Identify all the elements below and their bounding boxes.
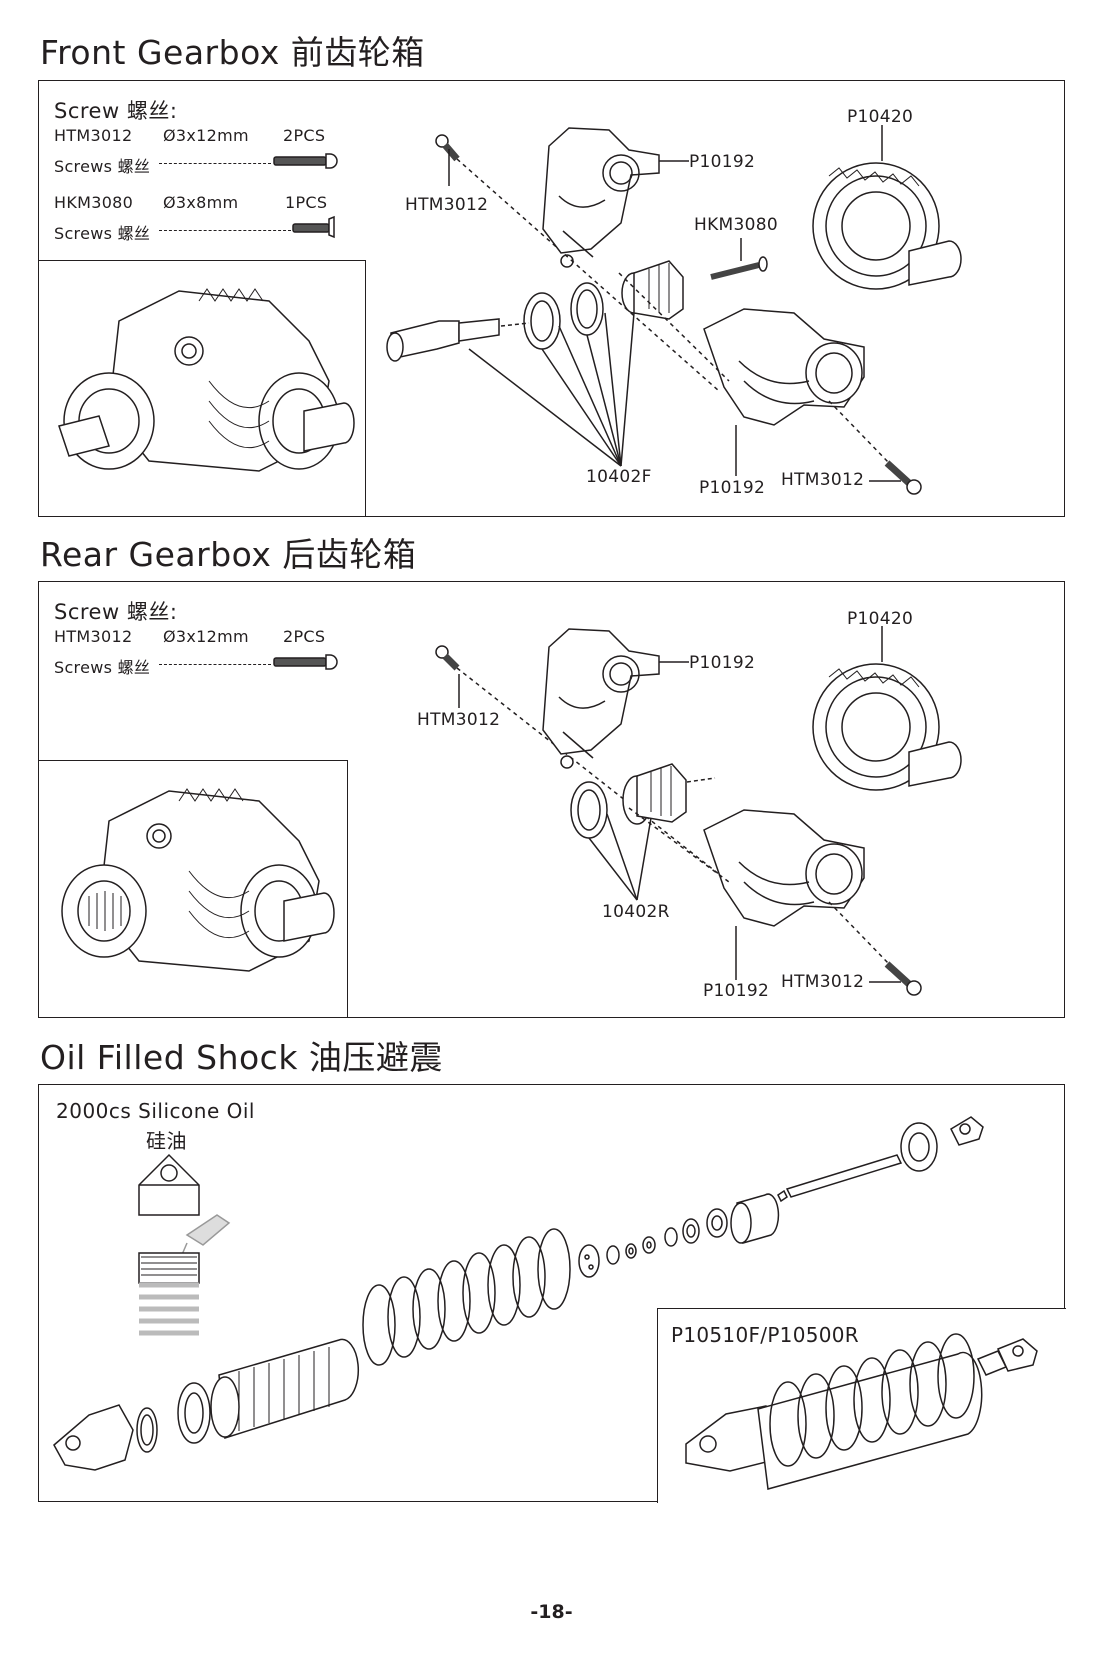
front-upper-housing-icon [542,127,660,268]
front-bearing-2-icon [570,282,604,336]
front-screw-1-leader [159,163,271,164]
shock-ring-1-icon [136,1407,158,1453]
front-gearbox-panel: Screw 螺丝: HTM3012 Ø3x12mm 2PCS Screws 螺丝… [38,80,1065,517]
front-callout-p10420: P10420 [847,107,914,127]
front-callout-hkm3080: HKM3080 [694,215,778,235]
front-gearbox-title: Front Gearbox 前齿轮箱 [40,33,425,72]
rear-screw-1-size: Ø3x12mm [163,627,249,646]
front-outdrive-icon [386,318,500,362]
front-pinion-gear-icon [621,260,684,320]
shock-top-cap-icon [730,1193,780,1244]
rear-ring-gear-icon [812,663,962,791]
front-exploded-drawing [273,125,962,495]
front-assembled-inset [38,260,366,517]
rear-lower-housing-icon [703,809,865,927]
rear-screw-1-code: HTM3012 [54,627,133,646]
front-top-screw-icon [435,134,460,162]
shock-collar-icon [177,1382,211,1444]
front-screw-2-leader [159,230,291,231]
oil-bottle-icon [180,1214,231,1258]
front-screw-1-label: Screws 螺丝 [54,157,151,176]
shock-shaft-icon [777,1154,903,1203]
front-screw-2-code: HKM3080 [54,193,134,212]
shock-panel: 2000cs Silicone Oil 硅油 [38,1084,1066,1503]
front-lower-housing-icon [703,308,865,426]
rear-upper-housing-icon [542,628,660,769]
shock-washer-3-icon [642,1236,656,1254]
shock-oil-label: 2000cs Silicone Oil [56,1099,255,1123]
rear-bearing-icon [570,781,608,839]
rear-screw-1-qty: 2PCS [283,627,326,646]
shock-washer-2-icon [625,1243,637,1259]
shock-spring-icon [362,1228,571,1366]
shock-oring-icon [682,1218,700,1244]
rear-gearbox-panel: Screw 螺丝: HTM3012 Ø3x12mm 2PCS Screws 螺丝 [38,581,1065,1018]
front-list-screw-1-icon [273,153,338,169]
front-list-screw-2-icon [292,215,335,239]
rear-callout-10402r: 10402R [602,902,670,922]
rear-screw-1-leader [159,664,271,665]
rear-screw-heading: Screw 螺丝: [54,600,178,624]
shock-piston-icon [578,1244,600,1278]
rear-callout-htm3012-bottom: HTM3012 [781,972,865,992]
shock-assembled-inset: P10510F/P10500R [657,1308,1066,1503]
front-screw-1-code: HTM3012 [54,126,133,145]
front-hkm-screw-icon [710,256,768,280]
oil-shock-body-icon [138,1252,200,1336]
rear-pinion-gear-icon [622,763,687,825]
shock-top-eyelet-icon [900,1116,984,1172]
front-callout-p10192-bottom: P10192 [699,478,766,498]
shock-washer-4-icon [664,1227,678,1247]
front-bottom-screw-icon [884,460,922,495]
rear-list-screw-1-icon [273,654,338,670]
front-screw-1-size: Ø3x12mm [163,126,249,145]
front-callout-htm3012-bottom: HTM3012 [781,470,865,490]
front-screw-2-label: Screws 螺丝 [54,224,151,243]
rear-bottom-screw-icon [884,961,922,996]
shock-bottom-eyelet-icon [53,1404,134,1471]
rear-screw-1-label: Screws 螺丝 [54,658,151,677]
front-ring-gear-icon [812,162,962,290]
rear-callout-p10192-bottom: P10192 [703,981,770,1001]
front-screw-2-size: Ø3x8mm [163,193,239,212]
shock-oil-label-cn: 硅油 [146,1129,187,1153]
rear-exploded-drawing [273,626,962,996]
rear-gearbox-title: Rear Gearbox 后齿轮箱 [40,535,417,574]
front-assembled-gearbox-icon [58,288,355,472]
rear-callout-p10420: P10420 [847,609,914,629]
shock-title: Oil Filled Shock 油压避震 [40,1038,443,1077]
rear-top-screw-icon [435,645,460,671]
rear-callout-htm3012-top: HTM3012 [417,710,501,730]
shock-part-numbers: P10510F/P10500R [671,1323,860,1347]
oil-cap-icon [138,1153,200,1216]
rear-assembled-gearbox-icon [61,788,335,972]
front-callout-10402f: 10402F [586,467,652,487]
shock-body-icon [210,1338,360,1439]
shock-seal-icon [706,1208,728,1238]
front-callout-htm3012-top: HTM3012 [405,195,489,215]
shock-exploded-drawing [53,1116,984,1471]
front-callout-p10192-top: P10192 [689,152,756,172]
front-bearing-1-icon [523,292,561,350]
shock-washer-1-icon [606,1245,620,1265]
front-screw-2-qty: 1PCS [285,193,328,212]
shock-assembled-icon [685,1333,1038,1490]
front-screw-1-qty: 2PCS [283,126,326,145]
front-screw-heading: Screw 螺丝: [54,99,178,123]
page-number: -18- [530,1601,573,1623]
rear-callout-p10192-top: P10192 [689,653,756,673]
rear-assembled-inset [38,760,348,1018]
